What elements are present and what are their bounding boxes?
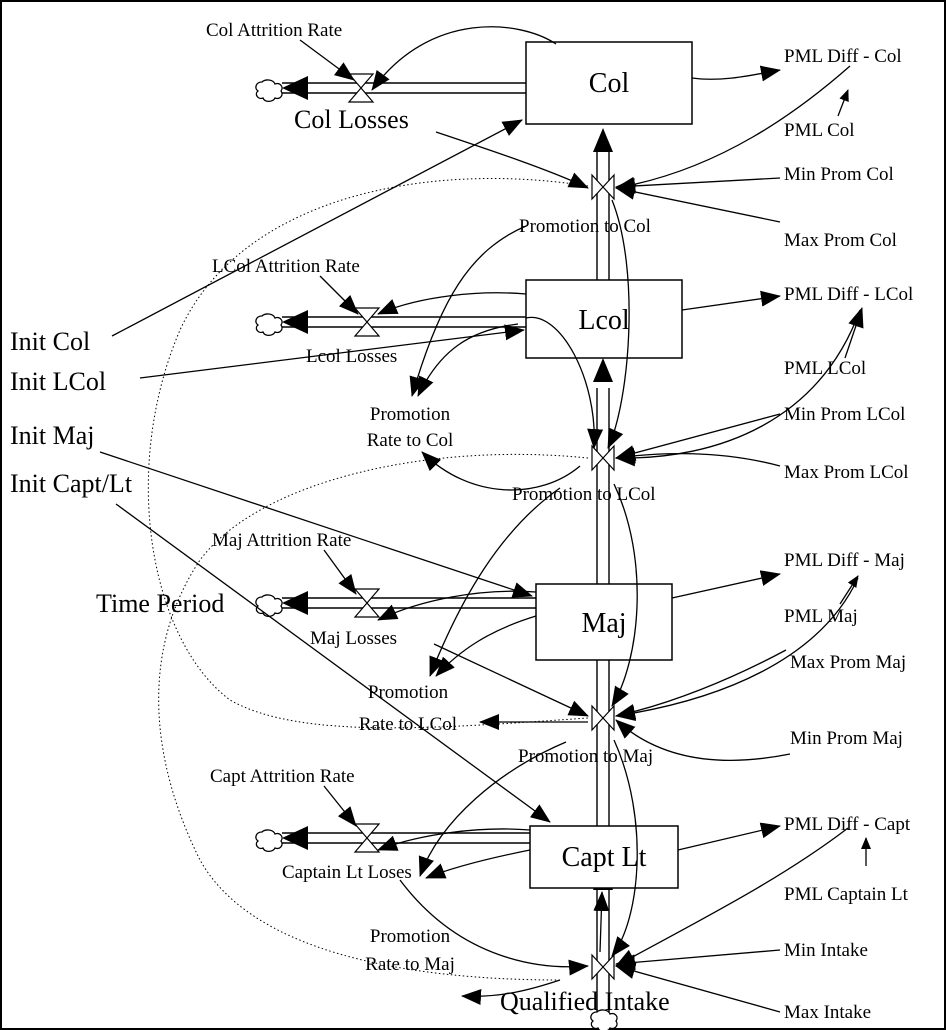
maj-attrition-rate-label: Maj Attrition Rate bbox=[212, 530, 351, 551]
stock-lcol-box[interactable] bbox=[525, 279, 683, 359]
valve-icon bbox=[591, 704, 615, 732]
flow-maj-losses-label: Maj Losses bbox=[310, 628, 397, 649]
flow-lcol-losses-label: Lcol Losses bbox=[306, 346, 397, 367]
cloud-icon bbox=[255, 594, 283, 618]
stock-lcol-label: Lcol bbox=[578, 305, 630, 336]
time-period-label: Time Period bbox=[96, 589, 224, 618]
capt-attrition-rate-label: Capt Attrition Rate bbox=[210, 766, 355, 787]
valve-icon bbox=[591, 444, 615, 472]
flow-prom-maj-label: Promotion to Maj bbox=[518, 746, 653, 767]
init-lcol-label: Init LCol bbox=[10, 367, 106, 396]
flow-prom-lcol-label: Promotion to LCol bbox=[512, 484, 656, 505]
pml-diff-maj-label: PML Diff - Maj bbox=[784, 550, 905, 571]
promotion-rate-col-line1: Promotion bbox=[370, 404, 451, 425]
init-capt-label: Init Capt/Lt bbox=[10, 469, 133, 498]
flow-intake-label: Qualified Intake bbox=[500, 987, 670, 1016]
cloud-icon bbox=[590, 1009, 618, 1030]
stock-maj-label: Maj bbox=[581, 608, 626, 639]
valve-icon bbox=[353, 823, 381, 853]
valve-icon bbox=[353, 307, 381, 337]
pml-captain-lt-label: PML Captain Lt bbox=[784, 884, 909, 905]
dotted-link-col bbox=[147, 178, 589, 729]
causal-links bbox=[99, 26, 871, 1013]
max-prom-lcol-label: Max Prom LCol bbox=[784, 462, 909, 483]
cloud-icon bbox=[255, 79, 283, 103]
lcol-attrition-rate-label: LCol Attrition Rate bbox=[212, 256, 360, 277]
flow-prom-col-label: Promotion to Col bbox=[519, 216, 651, 237]
pml-diff-col-label: PML Diff - Col bbox=[784, 46, 902, 67]
valve-icon bbox=[347, 73, 375, 103]
flow-col-losses-label: Col Losses bbox=[294, 105, 409, 134]
stock-capt-box[interactable] bbox=[529, 825, 679, 889]
valve-icon bbox=[353, 588, 381, 618]
pml-diff-capt-label: PML Diff - Capt bbox=[784, 814, 911, 835]
loss-pipes bbox=[282, 76, 536, 850]
valve-icon bbox=[591, 173, 615, 201]
promotion-rate-lcol-line1: Promotion bbox=[368, 682, 449, 703]
stock-col-label: Col bbox=[589, 68, 630, 99]
stock-capt-label: Capt Lt bbox=[562, 842, 647, 873]
dotted-link-lcol bbox=[158, 453, 589, 981]
cloud-icon bbox=[255, 829, 283, 853]
max-prom-maj-label: Max Prom Maj bbox=[790, 652, 906, 673]
min-prom-col-label: Min Prom Col bbox=[784, 164, 894, 185]
min-intake-label: Min Intake bbox=[784, 940, 868, 961]
promotion-rate-lcol-line2: Rate to LCol bbox=[359, 714, 457, 735]
min-prom-lcol-label: Min Prom LCol bbox=[784, 404, 905, 425]
init-col-label: Init Col bbox=[10, 327, 90, 356]
promotion-pipe-arrows bbox=[593, 128, 613, 890]
cloud-icon bbox=[255, 313, 283, 337]
init-maj-label: Init Maj bbox=[10, 421, 95, 450]
stock-maj-box[interactable] bbox=[535, 583, 673, 661]
pml-maj-label: PML Maj bbox=[784, 606, 858, 627]
max-intake-label: Max Intake bbox=[784, 1002, 871, 1023]
pml-col-label: PML Col bbox=[784, 120, 855, 141]
stock-col-box[interactable] bbox=[525, 41, 693, 125]
flow-capt-losses-label: Captain Lt Loses bbox=[282, 862, 412, 883]
max-prom-col-label: Max Prom Col bbox=[784, 230, 897, 251]
col-attrition-rate-label: Col Attrition Rate bbox=[206, 20, 342, 41]
pml-lcol-label: PML LCol bbox=[784, 358, 866, 379]
pml-diff-lcol-label: PML Diff - LCol bbox=[784, 284, 913, 305]
valve-icon bbox=[591, 953, 615, 981]
promotion-rate-col-line2: Rate to Col bbox=[367, 430, 454, 451]
min-prom-maj-label: Min Prom Maj bbox=[790, 728, 903, 749]
promotion-rate-maj-line1: Promotion bbox=[370, 926, 451, 947]
promotion-rate-maj-line2: Rate to Maj bbox=[365, 954, 455, 975]
